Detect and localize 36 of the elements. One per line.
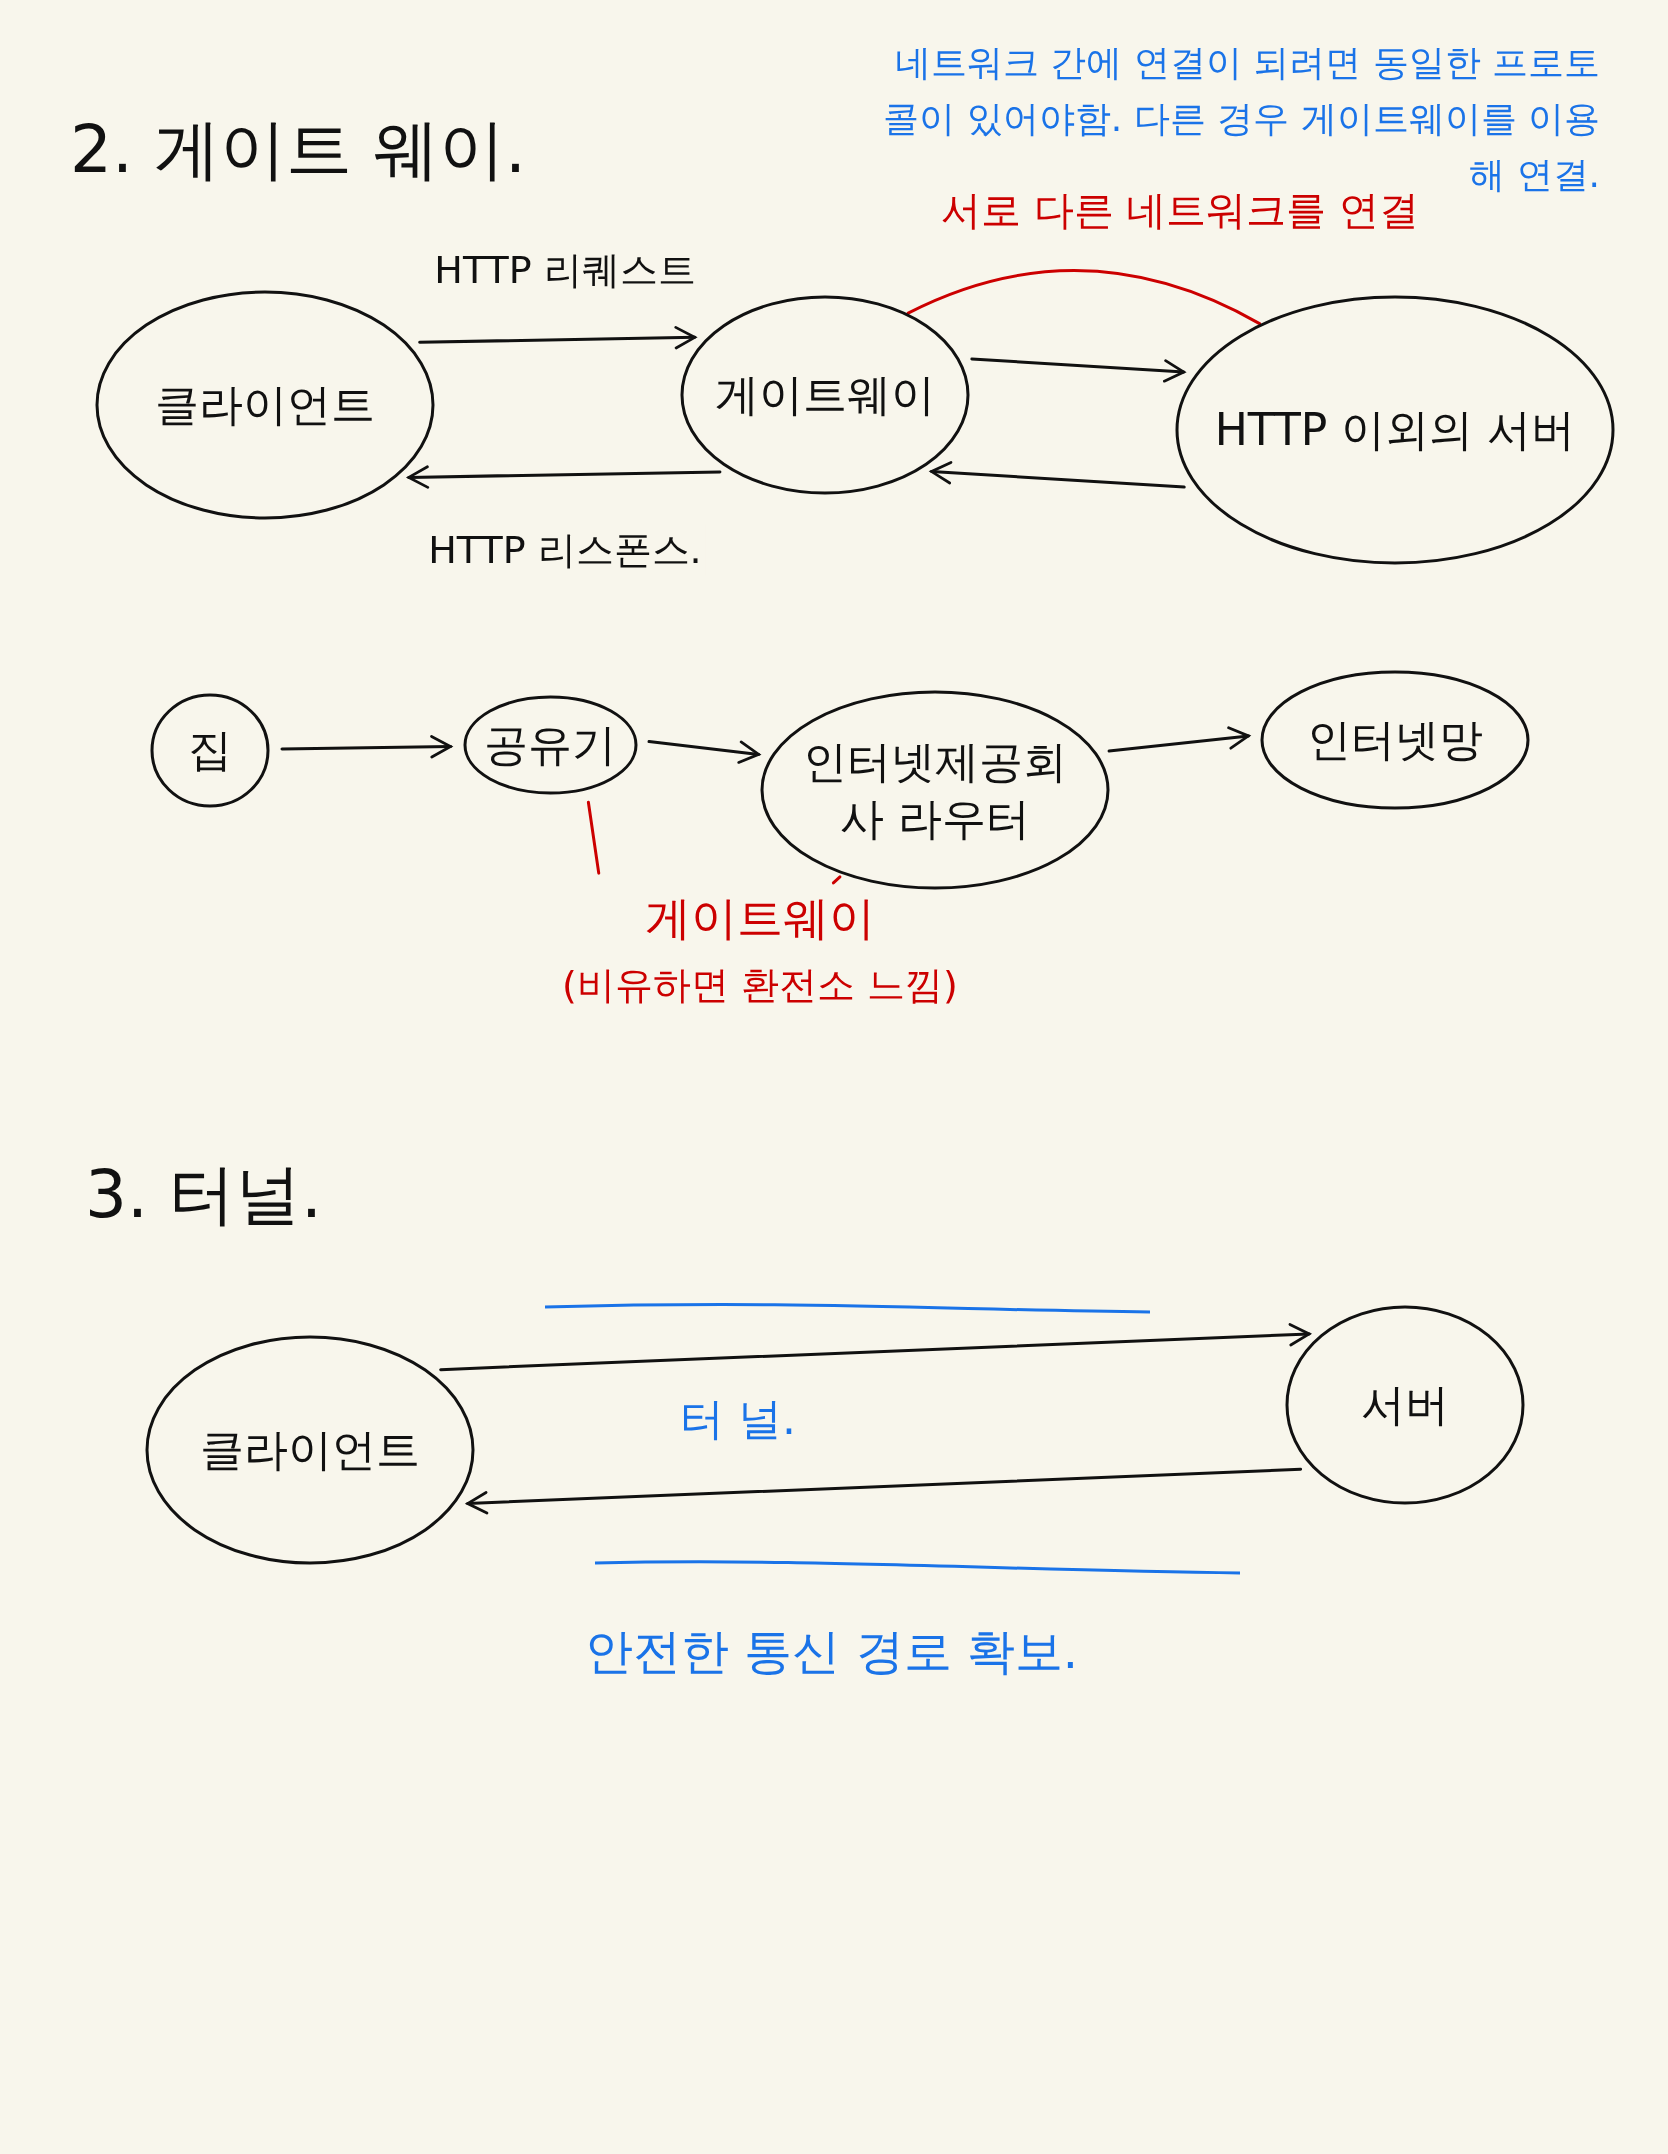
bubble-node: [462, 695, 638, 795]
leader-line: [586, 800, 601, 875]
node-label: 클라이언트: [155, 378, 375, 433]
node-label: 서버: [1361, 1378, 1449, 1433]
arrow: [439, 1323, 1311, 1372]
leader-line: [831, 875, 842, 885]
arrow: [970, 357, 1186, 383]
annotation-text: (비유하면 환전소 느낌): [562, 962, 958, 1010]
arrow: [1107, 726, 1250, 753]
arrow: [418, 326, 697, 350]
bubble-node: [1285, 1305, 1525, 1505]
tunnel-label: 터 널.: [680, 1392, 796, 1446]
arrow: [647, 740, 761, 764]
bubble-node: [95, 290, 435, 520]
bubble-node: [760, 690, 1110, 890]
annotation-text: 게이트웨이: [645, 890, 875, 948]
note-text: 안전한 통신 경로 확보.: [585, 1622, 1079, 1681]
bubble-node: [680, 295, 970, 495]
node-label: 공유기: [484, 718, 616, 773]
node-label: 인터넷망: [1307, 713, 1483, 768]
arrow: [407, 465, 722, 489]
bubble-node: [150, 692, 270, 808]
node-label: 집: [188, 723, 232, 778]
bubble-node: [1260, 670, 1530, 810]
bubble-node: [145, 1335, 475, 1565]
curved-line: [906, 269, 1262, 326]
arrow: [930, 461, 1186, 489]
heading: 2. 게이트 웨이.: [70, 110, 526, 190]
node-label: 클라이언트: [200, 1423, 420, 1478]
arrow: [280, 735, 453, 759]
node-label: HTTP 이외의 서버: [1214, 403, 1576, 458]
node-label: 게이트웨이: [715, 368, 935, 423]
node-label: 인터넷제공회사 라우터: [802, 734, 1068, 846]
bubble-node: [1175, 295, 1615, 565]
arrow: [466, 1467, 1303, 1515]
heading: 3. 터널.: [85, 1155, 322, 1235]
